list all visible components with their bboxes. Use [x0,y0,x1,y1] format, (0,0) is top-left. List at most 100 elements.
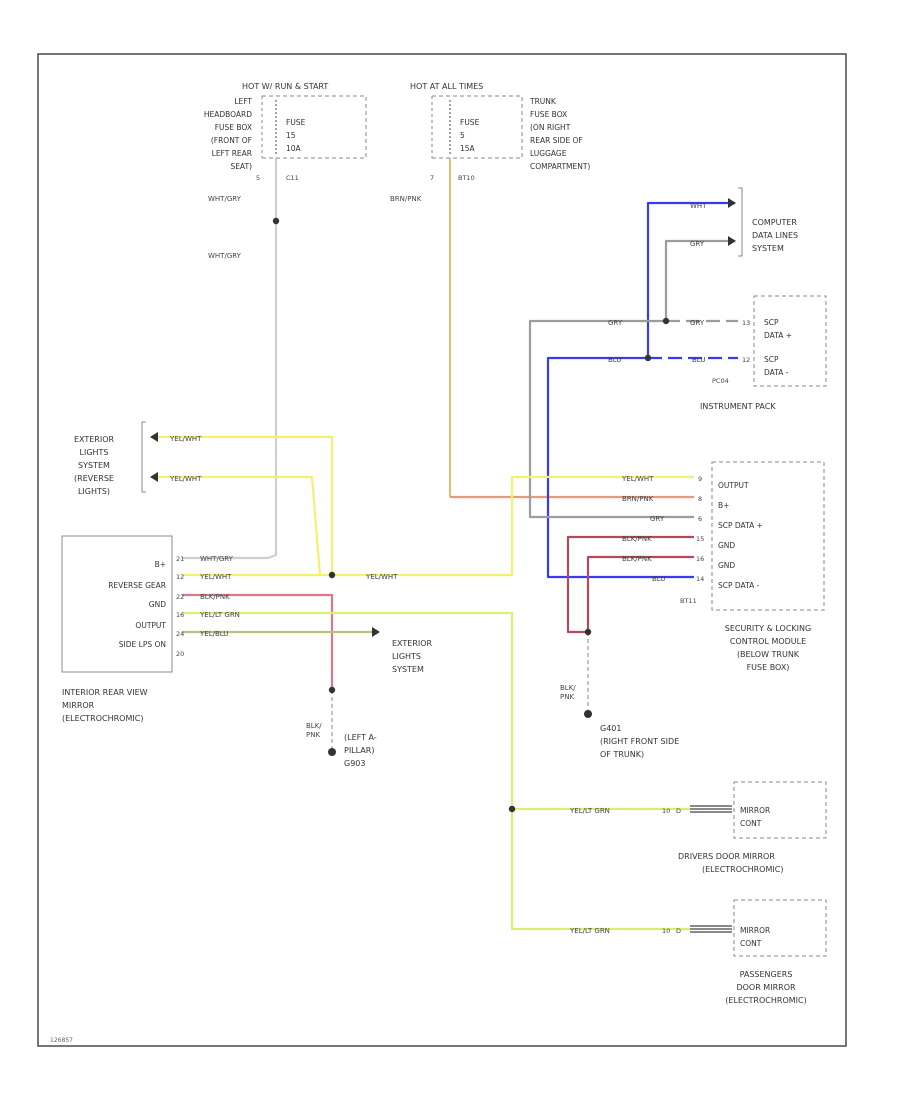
pass-mirror-name: PASSENGERS DOOR MIRROR (ELECTROCHROMIC) [725,970,806,1005]
mirror-pin-1: 12 [176,573,184,581]
pass-mirror-name-1: DOOR MIRROR [736,983,796,992]
splice-blk-pnk [584,628,592,636]
conn-stub-passenger [690,925,732,933]
label-wht: WHT [690,202,707,210]
sec-pin-2: 6 [698,515,702,523]
computer-data-2: SYSTEM [752,244,784,253]
mirror-name-2: (ELECTROCHROMIC) [62,714,143,723]
mirror-rows: B+ REVERSE GEAR GND OUTPUT SIDE LPS ON [108,560,166,649]
wire-gry-computer [664,239,735,321]
fuse-left-loc-3: (FRONT OF [211,136,252,145]
pass-mirror-name-0: PASSENGERS [740,970,793,979]
mirror-name-0: INTERIOR REAR VIEW [62,688,148,697]
label-yel-wht-2: YEL/WHT [169,475,202,483]
mirror-pins: 21 12 22 16 24 20 [176,555,184,658]
wire-blu-computer [646,201,735,358]
fuse-box-left [262,95,367,159]
sec-pin-5: 14 [696,575,704,583]
sec-connector: BT11 [680,597,697,605]
ground-trunk-symbol [584,710,592,718]
splice-gry [662,317,670,325]
fuse-right-fuse-2: 15A [460,144,476,153]
pack-pin-0: 13 [742,319,750,327]
fuse-right-fuse-1: 5 [460,131,465,140]
fuse-left-loc-0: LEFT [234,97,252,106]
rear-view-mirror-box [61,535,173,673]
sec-row-1: B+ [718,501,729,510]
arrow-reverse-1 [150,432,158,442]
security-module-box [711,461,825,611]
fuse-left-loc-2: FUSE BOX [215,123,252,132]
sec-row-2: SCP DATA + [718,521,763,530]
pack-name: INSTRUMENT PACK [700,402,776,411]
mirror-pin-2: 22 [176,593,184,601]
arrow-computer-2 [728,236,736,246]
ext-rev-4: LIGHTS) [78,487,110,496]
label-brn-pnk-sec: BRN/PNK [622,495,654,503]
pass-mirror-pin: 10 [662,927,670,935]
wire-blk-pnk-gnd-1 [566,535,694,634]
conn-stub-driver [690,805,732,813]
fuse-right-loc-3: REAR SIDE OF [530,136,583,145]
label-blk-pnk-g2: BLK/PNK [560,684,576,701]
splice-blk-pnk-mirror [328,686,336,694]
wire-yel-lt-grn-main [182,611,690,931]
label-gry-sec: GRY [650,515,665,523]
label-blu-1: BLU [608,356,621,364]
splice-yel-lt-grn [508,805,516,813]
fuse-right-loc-5: COMPARTMENT) [530,162,590,171]
wire-yel-wht-main [182,475,694,577]
mirror-pin-4: 24 [176,630,184,638]
security-pins: 9 8 6 15 16 14 [696,475,704,583]
fuse-right-fuse-0: FUSE [460,118,480,127]
label-gry-1: GRY [690,240,705,248]
ground-left-2: G903 [344,759,365,768]
splice-points [150,198,736,813]
wires [158,158,738,933]
label-blk-pnk-g1: BLK/PNK [306,722,322,739]
drv-mirror-pin: 10 [662,807,670,815]
pack-row-2: SCP [764,355,779,364]
fuse-left-loc-4: LEFT REAR [212,149,252,158]
drv-mirror-conn: D [676,807,681,815]
wire-blk-pnk-gnd-2 [586,555,694,632]
component-boxes [61,95,827,957]
ground-left-0: (LEFT A- [344,733,377,742]
splice-blu [644,354,652,362]
wire-wht-gry [182,158,278,560]
ext-lights-1: LIGHTS [392,652,421,661]
security-name: SECURITY & LOCKING CONTROL MODULE (BELOW… [725,624,811,672]
ground-trunk-0: G401 [600,724,621,733]
label-gry-2: GRY [608,319,623,327]
label-brn-pnk: BRN/PNK [390,195,422,203]
pack-connector: PC04 [712,377,729,385]
label-yel-wht-1: YEL/WHT [169,435,202,443]
wire-yel-wht-lower [158,475,322,576]
pass-mirror-conn: D [676,927,681,935]
label-yel-wht-mirror: YEL/WHT [199,573,232,581]
fuse-right-loc-0: TRUNK [529,97,557,106]
label-blk-pnk-1: BLK/PNK [622,535,652,543]
wire-blu-loop [546,356,694,579]
sec-name-3: FUSE BOX) [747,663,790,672]
computer-data-1: DATA LINES [752,231,798,240]
label-yel-wht-sec: YEL/WHT [621,475,654,483]
drv-mirror-name-1: (ELECTROCHROMIC) [702,865,783,874]
label-blu-sec: BLU [652,575,665,583]
fuse-right-location: TRUNK FUSE BOX (ON RIGHT REAR SIDE OF LU… [529,97,590,171]
fuse-left-location: LEFT HEADBOARD FUSE BOX (FRONT OF LEFT R… [204,97,253,171]
sec-name-2: (BELOW TRUNK [737,650,800,659]
sec-row-5: SCP DATA - [718,581,760,590]
ext-rev-3: (REVERSE [74,474,114,483]
fuse-right-loc-1: FUSE BOX [530,110,567,119]
mirror-name-1: MIRROR [62,701,95,710]
wire-blk-pnk-mirror [182,593,334,690]
label-yel-lt-grn: YEL/LT GRN [199,611,240,619]
mirror-row-1: REVERSE GEAR [108,581,166,590]
sec-name-0: SECURITY & LOCKING [725,624,811,633]
mirror-pin-0: 21 [176,555,184,563]
pack-row-3: DATA - [764,368,789,377]
sec-pin-3: 15 [696,535,704,543]
drv-mirror-name-0: DRIVERS DOOR MIRROR [678,852,775,861]
fuse-left-fuse-0: FUSE [286,118,306,127]
